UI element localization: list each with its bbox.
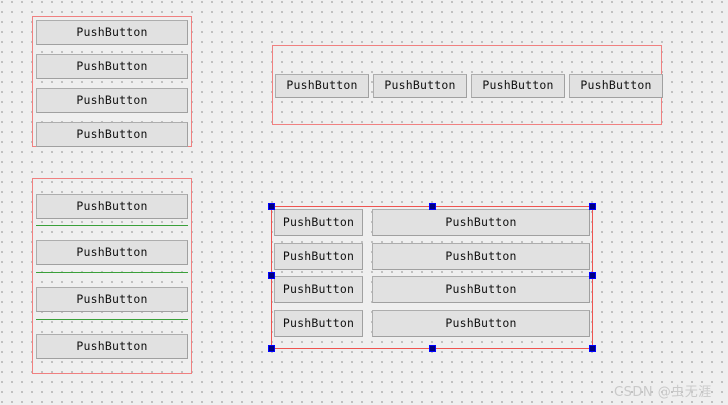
push-button[interactable]: PushButton	[36, 88, 188, 113]
push-button[interactable]: PushButton	[36, 287, 188, 312]
push-button[interactable]: PushButton	[373, 74, 467, 98]
watermark-text: CSDN @虫无涯	[614, 385, 712, 400]
push-button[interactable]: PushButton	[274, 276, 363, 303]
push-button[interactable]: PushButton	[471, 74, 565, 98]
push-button[interactable]: PushButton	[36, 334, 188, 359]
vertical-spacer-line[interactable]	[36, 272, 188, 273]
push-button[interactable]: PushButton	[274, 243, 363, 270]
push-button[interactable]: PushButton	[36, 54, 188, 79]
handle-top-right[interactable]	[589, 203, 596, 210]
push-button[interactable]: PushButton	[275, 74, 369, 98]
handle-middle-left[interactable]	[268, 272, 275, 279]
push-button[interactable]: PushButton	[372, 276, 590, 303]
handle-top-center[interactable]	[429, 203, 436, 210]
handle-bottom-center[interactable]	[429, 345, 436, 352]
layout-outline-vertical-layout-bottom-left-with-spacers[interactable]	[32, 178, 192, 374]
push-button[interactable]: PushButton	[36, 240, 188, 265]
push-button[interactable]: PushButton	[36, 122, 188, 147]
handle-top-left[interactable]	[268, 203, 275, 210]
push-button[interactable]: PushButton	[372, 310, 590, 337]
handle-bottom-right[interactable]	[589, 345, 596, 352]
vertical-spacer-line[interactable]	[36, 225, 188, 226]
push-button[interactable]: PushButton	[274, 310, 363, 337]
push-button[interactable]: PushButton	[569, 74, 663, 98]
push-button[interactable]: PushButton	[36, 194, 188, 219]
push-button[interactable]: PushButton	[274, 209, 363, 236]
handle-middle-right[interactable]	[589, 272, 596, 279]
handle-bottom-left[interactable]	[268, 345, 275, 352]
push-button[interactable]: PushButton	[36, 20, 188, 45]
push-button[interactable]: PushButton	[372, 243, 590, 270]
push-button[interactable]: PushButton	[372, 209, 590, 236]
vertical-spacer-line[interactable]	[36, 319, 188, 320]
